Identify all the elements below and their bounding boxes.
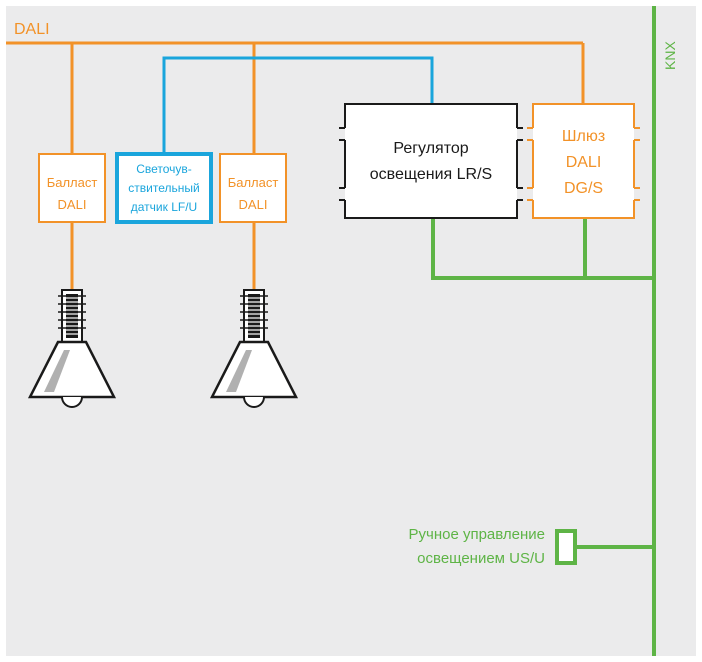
sensor-box (115, 152, 213, 224)
controller-label: Регулятор освещения LR/S (345, 136, 517, 188)
sensor-line1: Светочув- (136, 162, 192, 176)
ballast-1-box (38, 153, 106, 223)
sensor-line3: датчик LF/U (130, 200, 198, 214)
ballast-1-line1: Балласт (46, 175, 98, 190)
ballast-1-line2: DALI (57, 197, 87, 212)
dali-bus (6, 41, 585, 290)
gateway-line3: DG/S (563, 180, 604, 197)
dali-bus-label: DALI (14, 21, 50, 38)
gateway-line2: DALI (565, 154, 602, 171)
gateway-line1: Шлюз (561, 128, 606, 145)
manual-control-label: Ручное управление освещением US/U (340, 523, 546, 571)
manual-line2: освещением US/U (417, 550, 545, 567)
sensor-line (162, 56, 434, 155)
gateway-label: Шлюз DALI DG/S (533, 124, 634, 202)
manual-line1: Ручное управление (408, 526, 546, 543)
lamp-icon (209, 289, 299, 408)
ballast-2-box (219, 153, 287, 223)
knx-bus-label: KNX (662, 41, 678, 70)
ballast-1-label: Балласт DALI (39, 172, 105, 216)
ballast-2-label: Балласт DALI (220, 172, 286, 216)
controller-line2: освещения LR/S (369, 166, 493, 183)
controller-box (339, 103, 523, 219)
controller-line1: Регулятор (393, 140, 469, 157)
sensor-label: Светочув- ствительный датчик LF/U (117, 160, 211, 217)
sensor-line2: ствительный (128, 181, 200, 195)
ballast-2-line2: DALI (238, 197, 268, 212)
knx-bus (431, 6, 656, 656)
gateway-box (527, 103, 640, 219)
lamp-icon (27, 289, 117, 408)
ballast-2-line1: Балласт (227, 175, 279, 190)
manual-control-square (555, 529, 577, 565)
